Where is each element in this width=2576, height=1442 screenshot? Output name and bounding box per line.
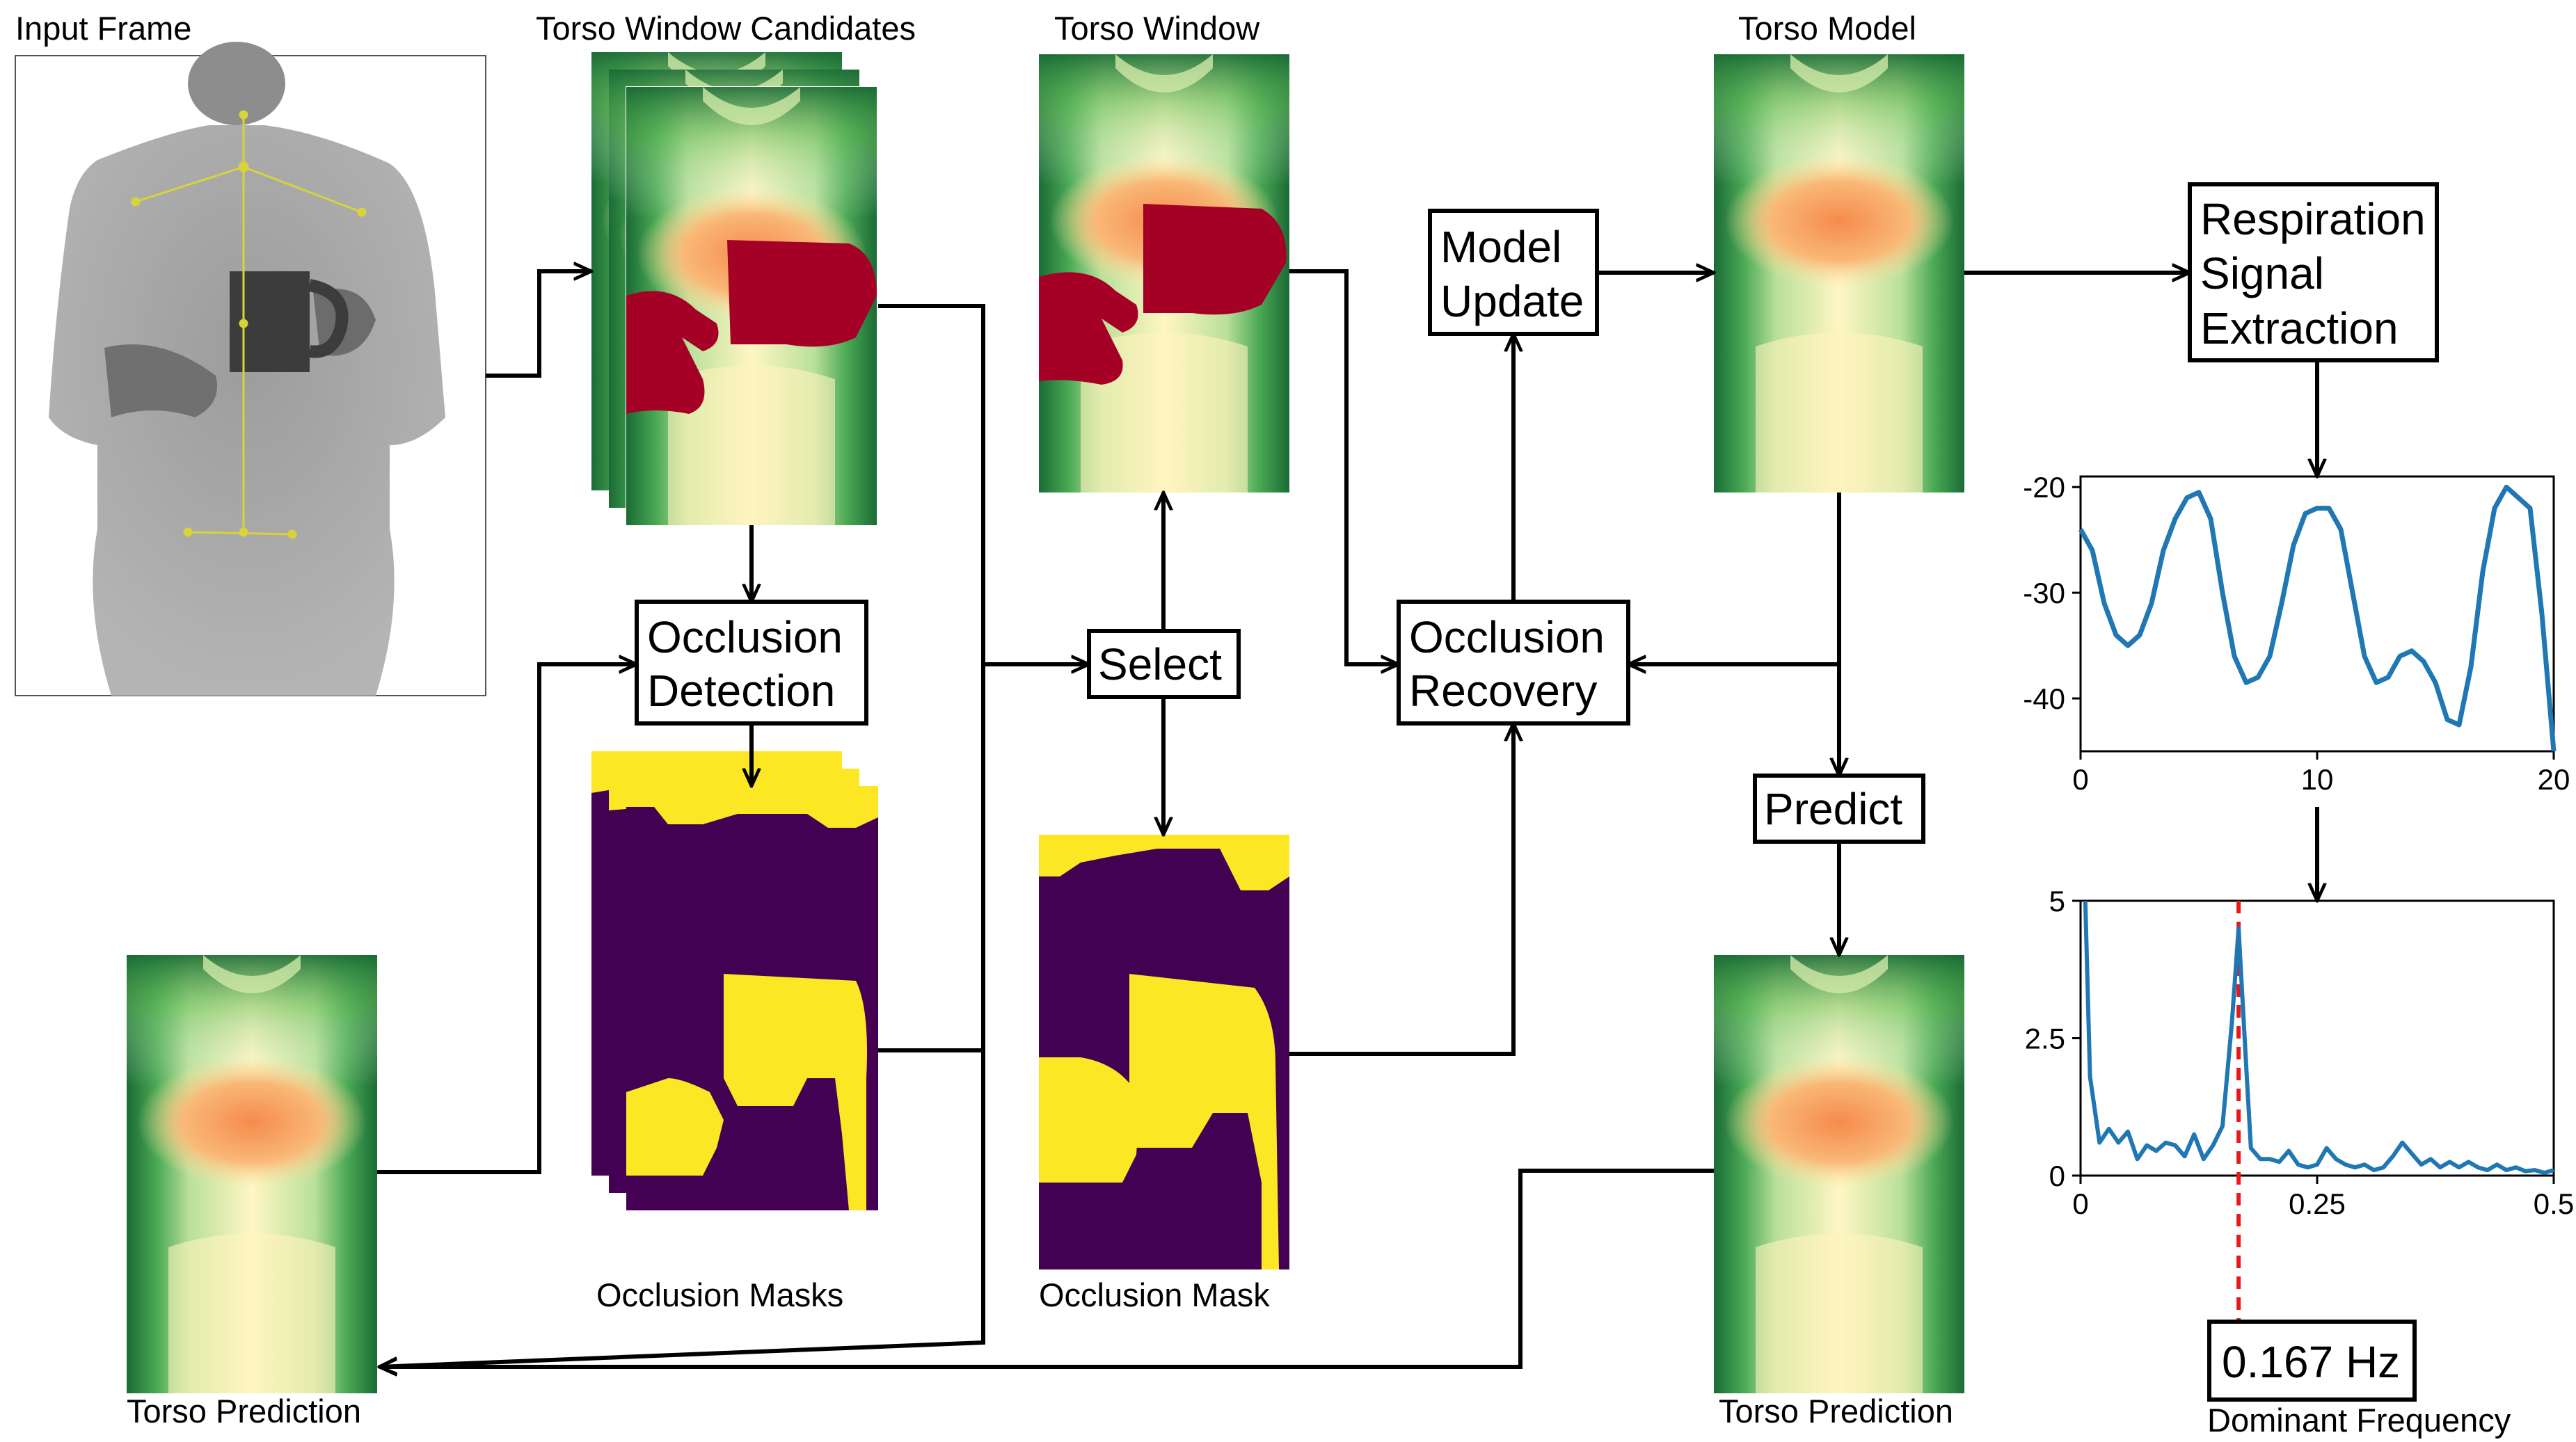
- y-tick-label: -30: [2023, 577, 2065, 609]
- select-box: Select: [1087, 629, 1241, 699]
- svg-text:Respiration: Respiration: [2200, 194, 2426, 244]
- label-input-frame: Input Frame: [15, 10, 191, 47]
- chart1-frame: [2079, 475, 2555, 753]
- svg-text:Recovery: Recovery: [1409, 666, 1597, 716]
- y-tick-label: 0: [2049, 1160, 2065, 1192]
- label-dominant-frequency: Dominant Frequency: [2207, 1402, 2511, 1439]
- svg-text:Occlusion: Occlusion: [647, 612, 843, 662]
- chart2-ticks: 0 0.25 0.5 0 2.5 5: [2025, 885, 2575, 1220]
- chart1-ticks: 0 10 20 -20 -30 -40: [2023, 471, 2570, 796]
- label-torso-window: Torso Window: [1054, 10, 1260, 47]
- svg-text:Extraction: Extraction: [2200, 303, 2399, 353]
- respiration-signal-extraction-box: Respiration Signal Extraction: [2188, 182, 2439, 362]
- svg-text:Update: Update: [1440, 276, 1584, 326]
- x-tick-label: 0.25: [2289, 1187, 2346, 1220]
- label-torso-window-candidates: Torso Window Candidates: [536, 10, 916, 47]
- torso-model-image: [1714, 54, 1964, 492]
- dominant-frequency-readout: 0.167 Hz: [2207, 1320, 2417, 1402]
- occlusion-detection-box: Occlusion Detection: [635, 600, 868, 726]
- torso-window-candidates-stack: [591, 52, 877, 526]
- x-tick-label: 20: [2538, 763, 2570, 796]
- frequency-value: 0.167 Hz: [2222, 1337, 2400, 1387]
- torso-prediction-left-image: [127, 955, 377, 1393]
- svg-text:Signal: Signal: [2200, 248, 2324, 298]
- label-torso-prediction-left: Torso Prediction: [127, 1393, 361, 1429]
- svg-text:Occlusion: Occlusion: [1409, 612, 1605, 662]
- label-occlusion-masks: Occlusion Masks: [596, 1276, 843, 1313]
- occlusion-mask-image: [1039, 835, 1289, 1269]
- model-update-box: Model Update: [1428, 209, 1599, 336]
- x-tick-label: 0: [2072, 1187, 2088, 1220]
- y-tick-label: 5: [2049, 885, 2065, 918]
- svg-text:Model: Model: [1440, 222, 1561, 272]
- y-tick-label: -40: [2023, 682, 2065, 715]
- torso-window-image: [1039, 54, 1289, 492]
- occlusion-masks-stack: [591, 751, 878, 1210]
- svg-text:Select: Select: [1098, 639, 1222, 689]
- connectors: [377, 271, 2317, 1367]
- label-occlusion-mask: Occlusion Mask: [1039, 1276, 1270, 1313]
- label-torso-prediction-right: Torso Prediction: [1719, 1393, 1953, 1429]
- x-tick-label: 0: [2072, 763, 2088, 796]
- x-tick-label: 0.5: [2534, 1187, 2574, 1220]
- input-frame-image: [15, 42, 486, 696]
- label-torso-model: Torso Model: [1738, 10, 1916, 47]
- frequency-spectrum-chart: 0 0.25 0.5 0 2.5 5: [2025, 885, 2575, 1322]
- predict-box: Predict: [1753, 774, 1925, 844]
- chart1-series-line: [2078, 484, 2557, 752]
- chart2-series-line: [2083, 900, 2554, 1175]
- svg-text:Predict: Predict: [1764, 784, 1902, 834]
- y-tick-label: -20: [2023, 471, 2065, 504]
- y-tick-label: 2.5: [2025, 1023, 2065, 1055]
- x-tick-label: 10: [2301, 763, 2334, 796]
- respiration-signal-chart: 0 10 20 -20 -30 -40: [2023, 471, 2570, 796]
- torso-prediction-right-image: [1714, 955, 1964, 1393]
- occlusion-recovery-box: Occlusion Recovery: [1397, 600, 1630, 726]
- chart2-frame: [2079, 899, 2555, 1177]
- svg-text:Detection: Detection: [647, 666, 835, 716]
